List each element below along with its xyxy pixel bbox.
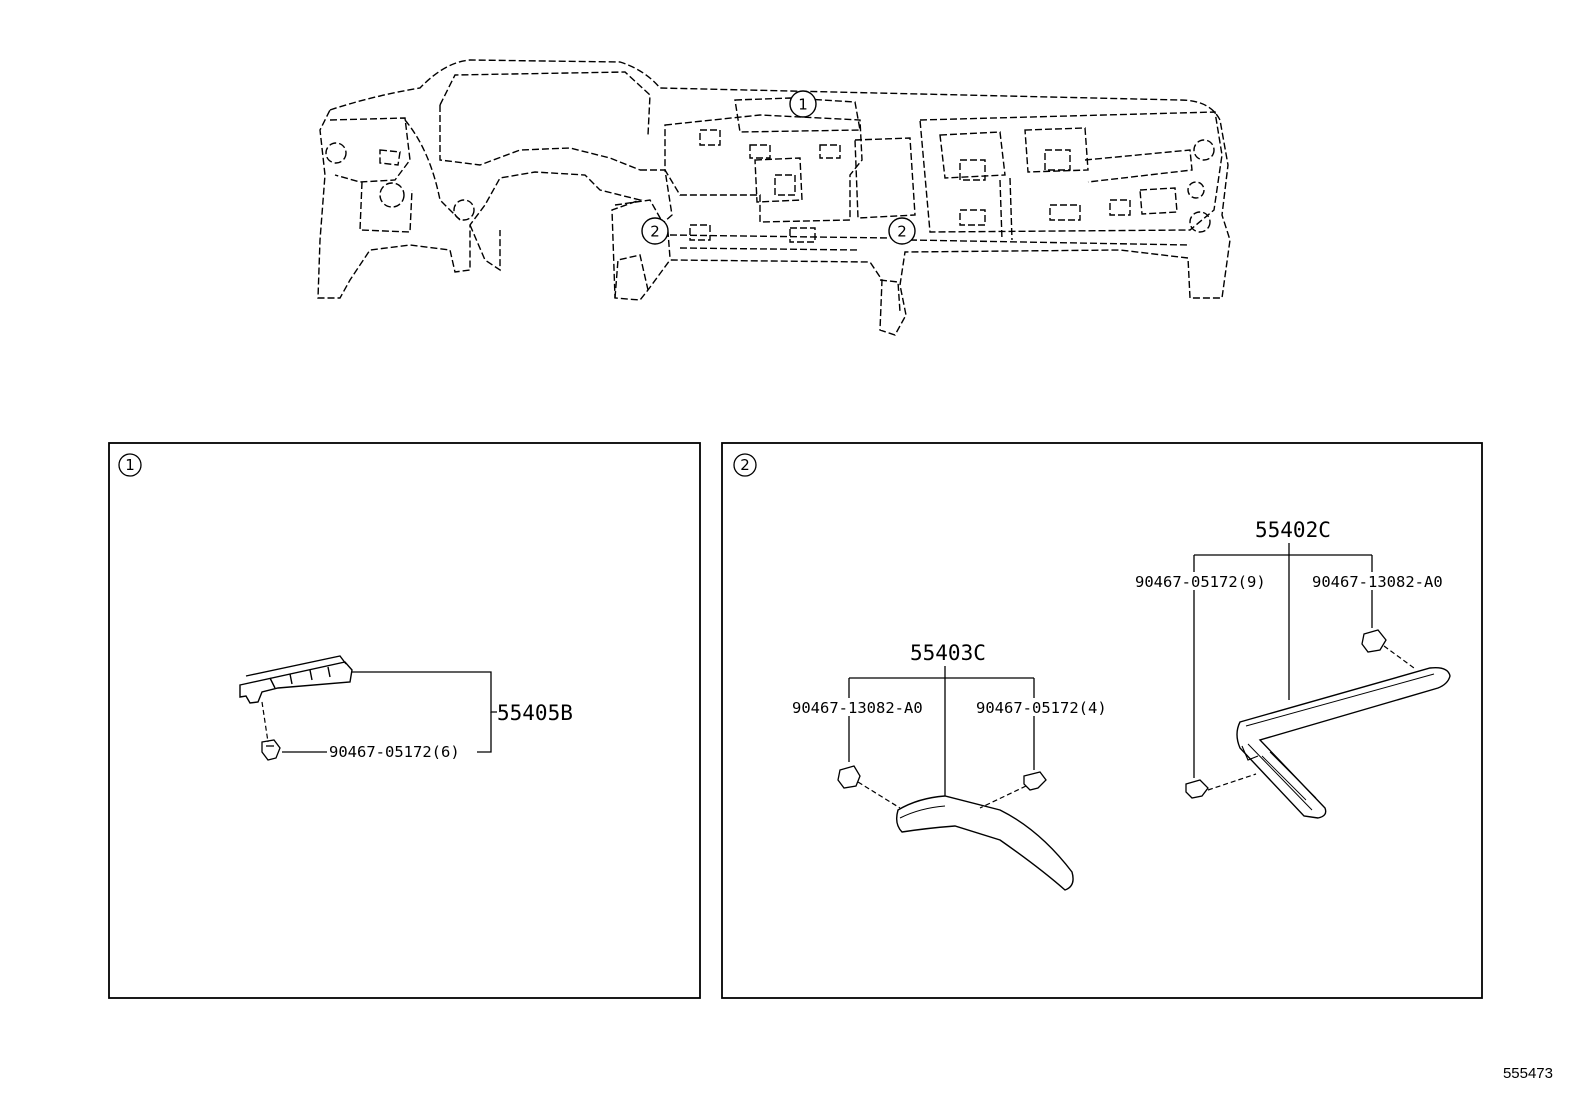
dashed-leaders-55402c (1207, 645, 1415, 791)
clip-13082-left-shape (837, 765, 861, 789)
callout-2-label: 2 (650, 223, 660, 241)
panel-2-badge: 2 (740, 456, 750, 474)
leaders-panel-1 (282, 671, 497, 753)
part-number-clip-05172-4: 90467-05172(4) (976, 699, 1107, 717)
clip-05172-4-shape (1023, 771, 1047, 791)
part-number-clip-05172-9: 90467-05172(9) (1135, 573, 1266, 591)
part-number-55402c: 55402C (1255, 518, 1331, 542)
clip-13082-right-shape (1361, 629, 1387, 653)
detail-panel-2: 2 55403C 90467-13082-A0 90467-05172(4) (721, 442, 1483, 999)
part-55403c-shape (895, 795, 1074, 891)
detail-panel-1: 1 55405B 90467-05172(6) (108, 442, 701, 999)
callout-2-overview-left: 2 (641, 217, 669, 245)
part-55402c-shape (1236, 666, 1451, 819)
part-number-clip-panel-1: 90467-05172(6) (329, 743, 460, 761)
clip-05172-9-shape (1185, 779, 1209, 799)
part-group-55403c: 55403C 90467-13082-A0 90467-05172(4) (792, 641, 1107, 891)
leaders-55403c (848, 666, 1035, 796)
leader-dashed-clip-1 (261, 701, 269, 743)
part-group-55402c: 55402C 90467-05172(9) 90467-13082-A0 (1135, 518, 1451, 819)
dashed-leaders-55403c (857, 781, 1027, 809)
part-number-55405b: 55405B (497, 701, 573, 725)
part-number-55403c: 55403C (910, 641, 986, 665)
callout-1-label: 1 (798, 96, 808, 114)
callout-2-overview-right: 2 (888, 217, 916, 245)
part-number-clip-13082-right: 90467-13082-A0 (1312, 573, 1443, 591)
panel-1-badge: 1 (125, 456, 135, 474)
part-number-clip-13082-left: 90467-13082-A0 (792, 699, 923, 717)
callout-2-label: 2 (897, 223, 907, 241)
illustration-number: 555473 (1503, 1065, 1553, 1082)
dashboard-overview (317, 59, 1231, 336)
clip-90467-05172-6-shape (261, 739, 281, 761)
leaders-55402c (1193, 543, 1373, 778)
callout-1-overview: 1 (789, 90, 817, 118)
part-55405b-shape (239, 655, 353, 704)
